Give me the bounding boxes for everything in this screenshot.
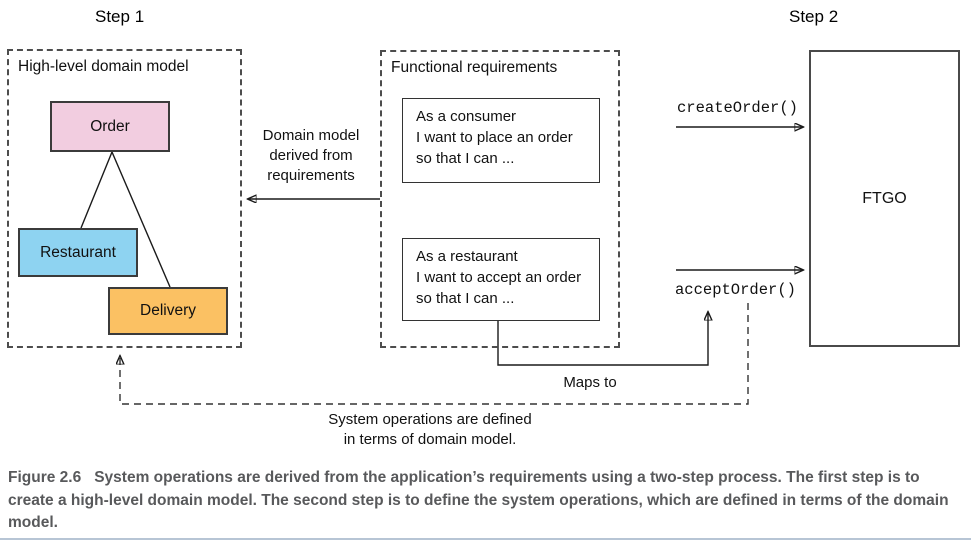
domain-model-group — [7, 49, 242, 348]
entity-delivery-label: Delivery — [140, 302, 196, 319]
create-order-operation-label: createOrder() — [677, 99, 798, 117]
entity-delivery: Delivery — [108, 287, 228, 335]
figure-caption-number: Figure 2.6 — [8, 469, 82, 486]
entity-order-label: Order — [90, 117, 130, 135]
functional-requirements-group — [380, 50, 620, 348]
user-story-consumer: As a consumer I want to place an order s… — [402, 98, 600, 183]
step1-label: Step 1 — [95, 7, 145, 26]
story-line: I want to place an order — [416, 129, 573, 146]
domain-model-title: High-level domain model — [18, 58, 189, 75]
story-line: As a consumer — [416, 108, 517, 125]
entity-restaurant-label: Restaurant — [40, 243, 116, 261]
ftgo-label: FTGO — [862, 189, 907, 207]
ftgo-system-box: FTGO — [809, 50, 960, 347]
entity-order: Order — [50, 101, 170, 152]
system-ops-annotation: System operations are defined in terms o… — [288, 410, 572, 450]
entity-restaurant: Restaurant — [18, 228, 138, 277]
derived-annotation: Domain model derived from requirements — [262, 127, 360, 184]
step2-label: Step 2 — [789, 7, 839, 26]
story-line: so that I can ... — [416, 290, 515, 307]
story-line: so that I can ... — [416, 150, 515, 167]
figure-caption-text: System operations are derived from the a… — [8, 469, 949, 531]
bottom-rule — [0, 538, 971, 540]
maps-to-annotation: Maps to — [563, 374, 617, 391]
functional-requirements-title: Functional requirements — [391, 59, 558, 76]
story-line: I want to accept an order — [416, 269, 582, 286]
story-line: As a restaurant — [416, 248, 518, 265]
accept-order-operation-label: acceptOrder() — [675, 281, 796, 299]
system-ops-annotation-line2: in terms of domain model. — [343, 431, 517, 448]
user-story-restaurant: As a restaurant I want to accept an orde… — [402, 238, 600, 321]
system-ops-annotation-line1: System operations are defined — [328, 411, 532, 428]
